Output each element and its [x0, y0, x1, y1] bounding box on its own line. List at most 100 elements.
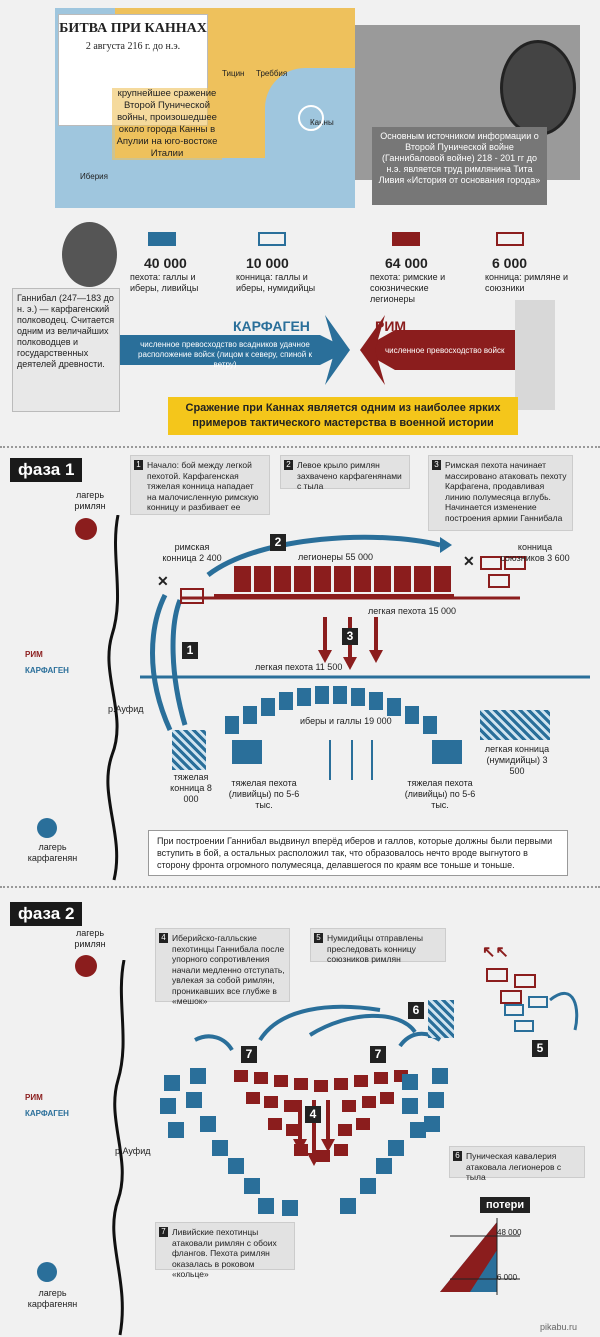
legion-block [294, 566, 311, 592]
title-box: БИТВА ПРИ КАННАХ 2 августа 216 г. до н.э… [58, 14, 208, 126]
roman-ring-block [314, 1080, 328, 1092]
iber-block [297, 688, 311, 706]
libyan-infantry-left [232, 740, 262, 764]
carthage-ring-block [282, 1200, 298, 1216]
carthage-ring-block [402, 1074, 418, 1090]
iber-block [279, 692, 293, 710]
legionaries-label: легионеры 55 000 [298, 552, 374, 562]
roman-ring-block [354, 1075, 368, 1087]
legion-block [274, 566, 291, 592]
legion-block [334, 566, 351, 592]
roman-ring-block [264, 1096, 278, 1108]
roman-cavalry-block [180, 588, 204, 604]
carthage-ring-block [200, 1116, 216, 1132]
marker-4: 4 [305, 1106, 321, 1123]
legion-block [394, 566, 411, 592]
map-label-trebia: Треббия [256, 69, 288, 78]
phase1-battlefield [106, 515, 590, 881]
divider-2 [0, 886, 600, 888]
ally-cavalry-1 [480, 556, 502, 570]
map-label-tician: Тицин [222, 69, 245, 78]
iber-block [261, 698, 275, 716]
force-caption-3: пехота: римские и союзнические легионеры [370, 272, 446, 304]
phase1-bottom-note: При построении Ганнибал выдвинул вперёд … [148, 830, 568, 876]
arrow-2 [206, 534, 441, 577]
heavy-infantry-right-label: тяжелая пехота (ливийцы) по 5-6 тыс. [404, 778, 476, 810]
arrow-1b [150, 593, 173, 732]
carthage-infantry-icon [148, 232, 176, 246]
summary-banner: Сражение при Каннах является одним из на… [168, 397, 518, 435]
light-infantry-carthage-label: легкая пехота 11 500 [255, 662, 343, 672]
river-label-2: р.Ауфид [115, 1146, 151, 1156]
roman-ring-block [234, 1070, 248, 1082]
carthage-ring-block [228, 1158, 244, 1174]
hannibal-bio: Ганнибал (247—183 до н. э.) — карфагенск… [12, 288, 120, 412]
carthage-arrow [120, 335, 350, 365]
roman-cavalry-label: римская конница 2 400 [162, 542, 222, 563]
force-num-1: 40 000 [144, 255, 187, 271]
roman-ring-block [294, 1144, 308, 1156]
force-num-4: 6 000 [492, 255, 528, 271]
roman-ring-block [268, 1118, 282, 1130]
numid-block [528, 996, 548, 1008]
camp-rome-marker [75, 518, 97, 540]
light-infantry-rome-label: легкая пехота 15 000 [368, 606, 456, 616]
iber-block [423, 716, 437, 734]
marker-3: 3 [342, 628, 358, 645]
marker-7-left: 7 [241, 1046, 257, 1063]
force-num-2: 10 000 [246, 255, 289, 271]
roman-ring-block [254, 1072, 268, 1084]
roman-ring-block [334, 1078, 348, 1090]
legion-block [314, 566, 331, 592]
legion-block [234, 566, 251, 592]
camp-carthage-label-2: лагерь карфагенян [27, 1288, 78, 1309]
camp-carthage-marker-2 [37, 1262, 57, 1282]
ally-cavalry-3 [488, 574, 510, 588]
roman-cav-block [486, 968, 508, 982]
carthage-ring-block [376, 1158, 392, 1174]
intro-text: крупнейшее сражение Второй Пунической во… [112, 88, 222, 160]
rome-side-label-2: РИМ [25, 1093, 43, 1102]
carthage-ring-block [428, 1092, 444, 1108]
iber-block [405, 706, 419, 724]
legion-block [374, 566, 391, 592]
phase2-title: фаза 2 [10, 902, 83, 926]
rome-arrow-label: РИМ [375, 318, 407, 334]
rome-arrow-text: численное превосходство войск [385, 346, 505, 355]
losses-label: потери [480, 1197, 531, 1213]
roman-soldier-figure [515, 300, 555, 410]
page-title: БИТВА ПРИ КАННАХ [59, 21, 207, 36]
marker-5: 5 [532, 1040, 548, 1057]
legion-block [254, 566, 271, 592]
carthage-cavalry-icon [258, 232, 286, 246]
roman-ring-block [374, 1072, 388, 1084]
iber-block [333, 686, 347, 704]
carthage-ring-block [388, 1140, 404, 1156]
iber-block [369, 692, 383, 710]
roman-ring-block [294, 1078, 308, 1090]
marker-2: 2 [270, 534, 286, 551]
camp-rome-label-2: лагерь римлян [74, 928, 106, 949]
river-label-1: р.Ауфид [108, 704, 144, 714]
rome-infantry-icon [392, 232, 420, 246]
cross-mark-right: ✕ [463, 553, 475, 569]
carthage-ring-block [432, 1068, 448, 1084]
phase1-title: фаза 1 [10, 458, 83, 482]
roman-cav-block [500, 990, 522, 1004]
legion-rear-line [214, 594, 454, 598]
legion-block [414, 566, 431, 592]
carthage-side-label-2: КАРФАГЕН [25, 1109, 69, 1118]
libyan-infantry-right [432, 740, 462, 764]
carthage-ring-block [258, 1198, 274, 1214]
rome-cavalry-icon [496, 232, 524, 246]
source-info: Основным источником информации о Второй … [372, 127, 547, 205]
carthage-side-label: КАРФАГЕН [25, 666, 69, 675]
carthage-ring-block [244, 1178, 260, 1194]
iber-block [225, 716, 239, 734]
